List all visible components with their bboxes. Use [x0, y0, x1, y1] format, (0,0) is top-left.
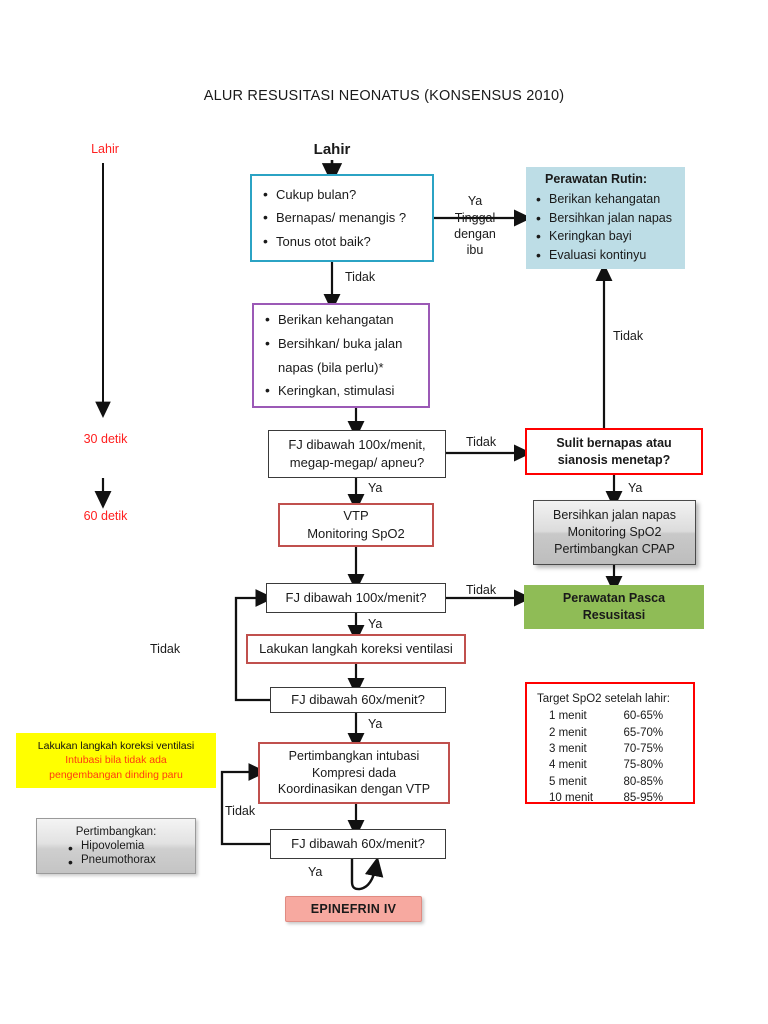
labored-line-2: sianosis menetap? — [557, 452, 671, 467]
initial-steps-item-2: Bersihkan/ buka jalan — [264, 334, 418, 353]
edge-label-ya-2: Ya — [368, 481, 383, 495]
node-hr-check-2[interactable]: FJ dibawah 100x/menit? — [266, 583, 446, 613]
routine-care-heading: Perawatan Rutin: — [545, 171, 648, 186]
spo2-time-3: 3 menit — [549, 742, 587, 755]
routine-care-item-2: Bersihkan jalan napas — [535, 209, 676, 228]
vtp-line-1: VTP — [343, 508, 369, 524]
spo2-time-1: 1 menit — [549, 710, 587, 723]
table-row: 10 menit 85-95% — [537, 790, 683, 806]
post-resus-line-2: Resusitasi — [582, 608, 646, 622]
node-hr-check-4[interactable]: FJ dibawah 60x/menit? — [270, 829, 446, 859]
spo2-time-4: 4 menit — [549, 759, 587, 772]
spo2-value-3: 70-75% — [623, 742, 664, 755]
node-intubation[interactable]: Pertimbangkan intubasi Kompresi dada Koo… — [258, 742, 450, 804]
timeline-label-60-detik: 60 detik — [83, 509, 128, 523]
spo2-heading: Target SpO2 setelah lahir: — [537, 693, 670, 705]
edge-label-tidak-3: Tidak — [466, 583, 497, 597]
spo2-value-2: 65-70% — [623, 726, 664, 739]
edge-label-tidak-1: Tidak — [345, 270, 376, 284]
table-row: 2 menit 65-70% — [537, 725, 683, 741]
edge-label-ya-right: Ya — [628, 481, 643, 495]
edge-label-ya-4a: Ya — [368, 717, 383, 731]
spo2-value-6: 85-95% — [623, 791, 664, 804]
initial-steps-item-1: Berikan kehangatan — [264, 310, 418, 329]
consider-item-2: Pneumothorax — [67, 853, 187, 872]
cpap-line-1: Bersihkan jalan napas — [553, 508, 676, 523]
vtp-line-2: Monitoring SpO2 — [307, 526, 405, 541]
timeline-label-lahir: Lahir — [91, 142, 119, 156]
spo2-time-6: 10 menit — [549, 791, 594, 804]
edge-label-dengan: dengan — [454, 227, 496, 241]
node-post-resuscitation[interactable]: Perawatan Pasca Resusitasi — [524, 585, 704, 629]
epinephrine-text: EPINEFRIN IV — [310, 901, 397, 916]
initial-steps-item-2b: napas (bila perlu)* — [278, 359, 384, 375]
table-row: 5 menit 80-85% — [537, 774, 683, 790]
cpap-line-2: Monitoring SpO2 — [567, 525, 662, 540]
node-hr-check-1[interactable]: FJ dibawah 100x/menit, megap-megap/ apne… — [268, 430, 446, 478]
node-ventilation-correction[interactable]: Lakukan langkah koreksi ventilasi — [246, 634, 466, 664]
edge-label-tidak-up: Tidak — [613, 329, 644, 343]
callout-consider: Pertimbangkan: Hipovolemia Pneumothorax — [36, 818, 196, 874]
edge-label-tidak-2: Tidak — [466, 435, 497, 449]
hr-check-4-text: FJ dibawah 60x/menit? — [291, 836, 425, 852]
start-node-lahir: Lahir — [313, 141, 351, 158]
spo2-time-2: 2 menit — [549, 726, 587, 739]
timeline-label-30-detik: 30 detik — [83, 432, 128, 446]
hr-check-1-line-1: FJ dibawah 100x/menit, — [288, 437, 426, 453]
node-cpap[interactable]: Bersihkan jalan napas Monitoring SpO2 Pe… — [533, 500, 696, 565]
cpap-line-3: Pertimbangkan CPAP — [554, 541, 675, 556]
consider-heading: Pertimbangkan: — [75, 825, 157, 838]
edge-label-tidak-loop-2: Tidak — [225, 804, 256, 818]
hr-check-2-text: FJ dibawah 100x/menit? — [285, 590, 427, 606]
intubation-line-1: Pertimbangkan intubasi — [288, 748, 420, 763]
edge-label-ibu: ibu — [466, 243, 484, 257]
edge-label-tidak-loop-1: Tidak — [150, 642, 181, 656]
intubation-line-2: Kompresi dada — [311, 765, 397, 780]
spo2-time-5: 5 menit — [549, 775, 587, 788]
edge-label-tinggal: Tinggal — [454, 211, 496, 225]
edge-label-ya-5: Ya — [308, 865, 323, 879]
node-labored-breathing[interactable]: Sulit bernapas atau sianosis menetap? — [525, 428, 703, 475]
callout-yellow-ventilation: Lakukan langkah koreksi ventilasi Intuba… — [16, 733, 216, 788]
node-assessment[interactable]: Cukup bulan? Bernapas/ menangis ? Tonus … — [250, 174, 434, 262]
consider-item-1: Hipovolemia — [67, 839, 187, 858]
node-initial-steps[interactable]: Berikan kehangatan Bersihkan/ buka jalan… — [252, 303, 430, 408]
table-row: 4 menit 75-80% — [537, 757, 683, 773]
assessment-item-3: Tonus otot baik? — [262, 232, 422, 251]
node-epinephrine[interactable]: EPINEFRIN IV — [285, 896, 422, 922]
spo2-value-1: 60-65% — [623, 710, 664, 723]
edge-label-ya-3: Ya — [368, 617, 383, 631]
post-resus-line-1: Perawatan Pasca — [562, 591, 666, 606]
page-title: ALUR RESUSITASI NEONATUS (KONSENSUS 2010… — [203, 88, 565, 104]
initial-steps-item-3: Keringkan, stimulasi — [264, 381, 418, 400]
intubation-line-3: Koordinasikan dengan VTP — [277, 782, 431, 797]
table-row: 1 menit 60-65% — [537, 708, 683, 724]
labored-line-1: Sulit bernapas atau — [556, 435, 672, 450]
assessment-item-1: Cukup bulan? — [262, 185, 422, 204]
table-row: 3 menit 70-75% — [537, 741, 683, 757]
yellow-line-1: Lakukan langkah koreksi ventilasi — [37, 740, 195, 753]
yellow-line-3: pengembangan dinding paru — [49, 768, 183, 781]
node-routine-care[interactable]: Perawatan Rutin: Berikan kehangatan Bers… — [526, 167, 685, 269]
node-vtp[interactable]: VTP Monitoring SpO2 — [278, 503, 434, 547]
routine-care-item-3: Keringkan bayi — [535, 227, 676, 246]
routine-care-item-4: Evaluasi kontinyu — [535, 246, 676, 265]
vent-correction-text: Lakukan langkah koreksi ventilasi — [259, 641, 453, 657]
edge-label-ya-1: Ya — [467, 194, 483, 208]
hr-check-3-text: FJ dibawah 60x/menit? — [291, 692, 425, 708]
routine-care-item-1: Berikan kehangatan — [535, 190, 676, 209]
callout-spo2-target: Target SpO2 setelah lahir: 1 menit 60-65… — [525, 682, 695, 804]
assessment-item-2: Bernapas/ menangis ? — [262, 208, 422, 227]
hr-check-1-line-2: megap-megap/ apneu? — [289, 455, 425, 470]
spo2-table: 1 menit 60-65% 2 menit 65-70% 3 menit 70… — [537, 708, 683, 806]
node-hr-check-3[interactable]: FJ dibawah 60x/menit? — [270, 687, 446, 713]
spo2-value-5: 80-85% — [623, 775, 664, 788]
yellow-line-2: Intubasi bila tidak ada — [65, 754, 167, 767]
spo2-value-4: 75-80% — [623, 759, 664, 772]
